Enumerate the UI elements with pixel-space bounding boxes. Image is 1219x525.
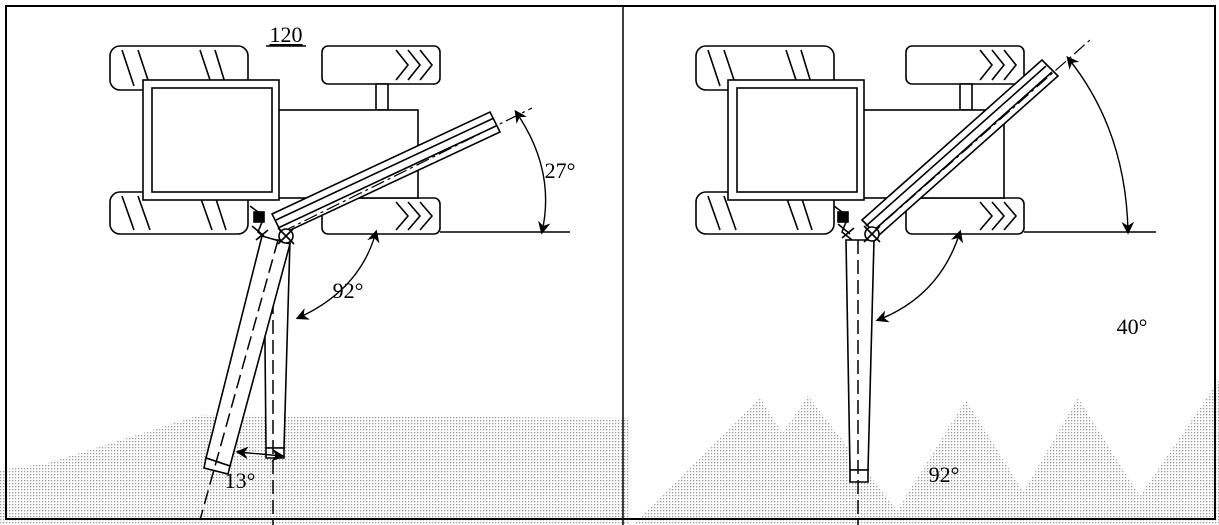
scan-halftone-background (0, 380, 1219, 525)
left-arc-92 (295, 229, 380, 320)
right-angle-40-label: 40° (1117, 314, 1148, 339)
reference-numeral: 120 (270, 22, 303, 47)
right-arc-40 (1066, 56, 1135, 235)
right-tractor-tires (695, 45, 1025, 235)
right-stick-vertical (845, 239, 875, 525)
right-arc-92 (875, 229, 964, 323)
left-angle-92-label: 92° (333, 278, 364, 303)
right-boom-pivot (837, 223, 881, 243)
drawing-frame (5, 5, 1216, 520)
right-angle-92-label: 92° (929, 462, 960, 487)
left-angle-27-label: 27° (545, 158, 576, 183)
right-panel (695, 39, 1156, 525)
left-main-boom (270, 107, 533, 236)
left-stick-angled (199, 235, 291, 521)
left-angle-13-label: 13° (225, 468, 256, 493)
left-panel (109, 45, 570, 525)
left-boom-pivot (251, 225, 295, 245)
left-arc-27 (514, 109, 551, 235)
left-arc-13 (235, 446, 285, 462)
